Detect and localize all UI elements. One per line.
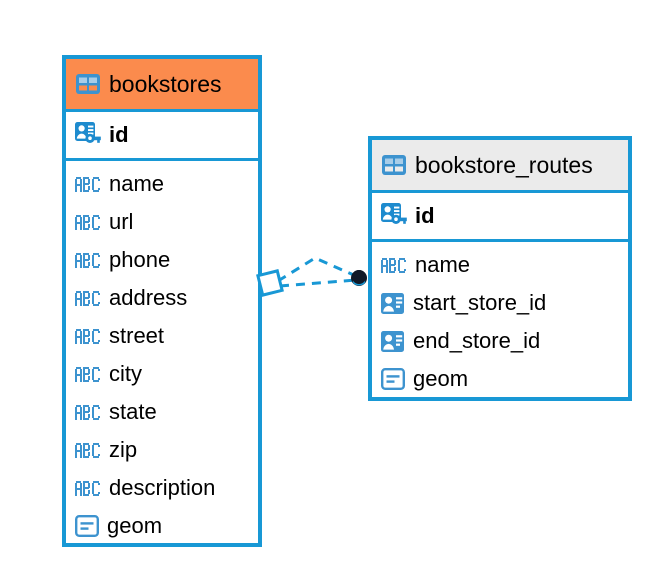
abc-text-icon (75, 214, 101, 230)
abc-text-icon (75, 366, 101, 382)
field-row-city[interactable]: city (66, 355, 258, 393)
field-row-phone[interactable]: phone (66, 241, 258, 279)
field-label-description: description (109, 475, 216, 500)
field-row-zip[interactable]: zip (66, 431, 258, 469)
primary-key-icon (381, 203, 407, 229)
field-label-city: city (109, 361, 142, 386)
field-label-phone: phone (109, 247, 171, 272)
field-label-url: url (109, 209, 134, 234)
field-row-id[interactable]: id (372, 197, 628, 235)
filled-circle-marker-accent (352, 277, 366, 286)
entity-title-bookstores: bookstores (109, 70, 222, 97)
primary-key-icon (75, 122, 101, 148)
relationship-line-lower (279, 278, 357, 288)
primary-key-section-bookstore-routes: id (372, 193, 628, 242)
field-label-geom: geom (107, 513, 163, 538)
field-row-start-store-id[interactable]: start_store_id (372, 284, 628, 322)
entity-header-bookstore-routes[interactable]: bookstore_routes (372, 140, 628, 193)
abc-text-icon (381, 257, 407, 273)
relationship-connector[interactable] (255, 240, 380, 320)
abc-text-icon (75, 442, 101, 458)
fields-section-bookstore-routes: name start_store_id (372, 242, 628, 397)
abc-text-icon (75, 328, 101, 344)
primary-key-section-bookstores: id (66, 112, 258, 161)
field-label-id: id (415, 203, 435, 228)
abc-text-icon (75, 290, 101, 306)
geometry-icon (75, 515, 100, 538)
foreign-key-icon (381, 330, 405, 352)
abc-text-icon (75, 176, 101, 192)
field-label-name: name (415, 252, 471, 277)
filled-circle-marker[interactable] (351, 270, 367, 286)
relationship-line-upper (277, 256, 357, 283)
field-label-geom: geom (413, 366, 469, 391)
field-label-street: street (109, 323, 165, 348)
entity-bookstore-routes[interactable]: bookstore_routes (368, 136, 632, 401)
field-row-address[interactable]: address (66, 279, 258, 317)
field-label-address: address (109, 285, 188, 310)
table-icon (382, 155, 406, 175)
fields-section-bookstores: name url (66, 161, 258, 543)
geometry-icon (381, 368, 406, 391)
field-row-street[interactable]: street (66, 317, 258, 355)
field-row-description[interactable]: description (66, 469, 258, 507)
table-icon (76, 74, 100, 94)
entity-bookstores[interactable]: bookstores (62, 55, 262, 547)
entity-title-bookstore-routes: bookstore_routes (415, 151, 593, 178)
field-label-state: state (109, 399, 157, 424)
field-row-name[interactable]: name (66, 165, 258, 203)
field-row-url[interactable]: url (66, 203, 258, 241)
entity-header-bookstores[interactable]: bookstores (66, 59, 258, 112)
field-label-zip: zip (109, 437, 138, 462)
abc-text-icon (75, 404, 101, 420)
field-row-id[interactable]: id (66, 116, 258, 154)
field-label-id: id (109, 122, 129, 147)
field-row-geom[interactable]: geom (66, 507, 258, 543)
field-label-end-store-id: end_store_id (413, 328, 541, 353)
abc-text-icon (75, 480, 101, 496)
field-row-state[interactable]: state (66, 393, 258, 431)
field-row-geom[interactable]: geom (372, 360, 628, 397)
filled-circle-marker-core (352, 270, 366, 284)
field-row-name[interactable]: name (372, 246, 628, 284)
foreign-key-icon (381, 292, 405, 314)
field-row-end-store-id[interactable]: end_store_id (372, 322, 628, 360)
field-label-name: name (109, 171, 165, 196)
field-label-start-store-id: start_store_id (413, 290, 547, 315)
abc-text-icon (75, 252, 101, 268)
